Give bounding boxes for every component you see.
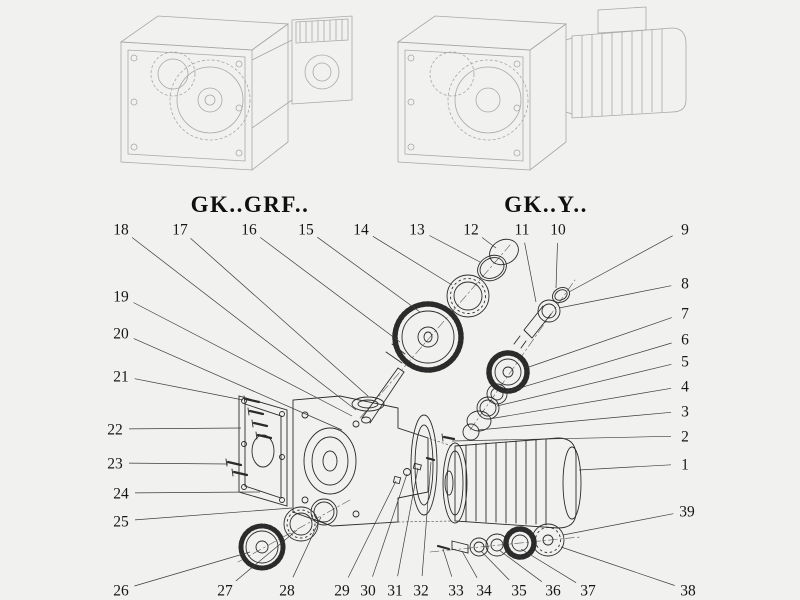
- part-number-23: 23: [107, 456, 123, 473]
- motor: [441, 433, 582, 529]
- leader-line-27: [235, 529, 298, 582]
- leader-line-38: [560, 546, 675, 586]
- part-number-26: 26: [113, 583, 129, 600]
- leader-line-13: [429, 235, 481, 263]
- part-number-33: 33: [448, 583, 464, 600]
- part-number-29: 29: [334, 583, 350, 600]
- model-label-y: GK..Y..: [504, 192, 588, 217]
- part-number-7: 7: [681, 306, 689, 323]
- output-gear-bearings: [238, 498, 338, 571]
- gearbox-housing: [292, 395, 453, 527]
- part-number-3: 3: [681, 404, 689, 421]
- part-number-35: 35: [511, 583, 527, 600]
- part-number-6: 6: [681, 332, 689, 349]
- model-label-grf: GK..GRF..: [190, 192, 310, 217]
- leader-line-16: [259, 237, 401, 343]
- part-number-32: 32: [413, 583, 429, 600]
- part-number-11: 11: [515, 222, 530, 239]
- output-shaft-parts: [436, 523, 565, 560]
- part-number-39: 39: [679, 504, 695, 521]
- leader-line-18: [131, 237, 357, 411]
- leader-line-28: [292, 516, 322, 578]
- leader-line-2: [451, 435, 672, 442]
- part-number-5: 5: [681, 354, 689, 371]
- leader-line-12: [481, 237, 497, 249]
- leader-line-30: [372, 473, 408, 577]
- leader-line-9: [568, 235, 673, 293]
- part-number-16: 16: [241, 222, 257, 239]
- gear-train-axis: [359, 244, 511, 419]
- leader-line-22: [128, 427, 242, 430]
- part-number-38: 38: [680, 583, 696, 600]
- cover-bolts: [225, 395, 273, 477]
- part-number-18: 18: [113, 222, 129, 239]
- part-number-17: 17: [172, 222, 188, 239]
- leader-line-24: [134, 491, 261, 494]
- part-number-19: 19: [113, 289, 129, 306]
- part-number-30: 30: [360, 583, 376, 600]
- leader-line-25: [134, 507, 293, 521]
- part-number-25: 25: [113, 514, 129, 531]
- leader-line-26: [134, 551, 251, 587]
- part-number-20: 20: [113, 326, 129, 343]
- leader-line-17: [190, 238, 369, 397]
- leader-line-1: [578, 464, 672, 471]
- leader-line-3: [477, 411, 672, 431]
- part-number-13: 13: [409, 222, 425, 239]
- leader-line-19: [133, 302, 353, 417]
- leader-line-29: [347, 480, 397, 578]
- input-pinion-axis: [469, 279, 576, 431]
- intermediate-shaft-gear: [361, 238, 519, 424]
- part-number-21: 21: [113, 369, 129, 386]
- leader-line-5: [496, 363, 672, 407]
- leader-line-14: [372, 236, 453, 286]
- part-number-1: 1: [681, 457, 689, 474]
- gearbox-grf-drawing: [119, 15, 353, 171]
- leader-line-36: [498, 549, 543, 582]
- part-number-28: 28: [279, 583, 295, 600]
- leader-line-8: [558, 285, 672, 309]
- part-number-24: 24: [113, 486, 129, 503]
- cover-plate: [238, 395, 288, 507]
- leader-line-23: [128, 462, 229, 465]
- leader-line-4: [488, 387, 672, 420]
- leader-line-7: [525, 317, 672, 369]
- part-number-10: 10: [550, 222, 566, 239]
- part-number-2: 2: [681, 429, 689, 446]
- part-number-14: 14: [353, 222, 369, 239]
- part-number-4: 4: [681, 379, 689, 396]
- part-number-34: 34: [476, 583, 492, 600]
- part-number-8: 8: [681, 276, 689, 293]
- leader-line-6: [505, 342, 672, 393]
- part-number-22: 22: [107, 422, 123, 439]
- output-bore-axis: [237, 499, 351, 563]
- leader-line-15: [317, 236, 421, 313]
- leader-line-39: [562, 513, 674, 536]
- part-number-36: 36: [545, 583, 561, 600]
- part-number-27: 27: [217, 583, 233, 600]
- small-fasteners: [392, 456, 436, 485]
- leader-line-20: [133, 338, 343, 431]
- gearbox-y-drawing: [396, 6, 687, 171]
- leader-line-37: [520, 548, 577, 583]
- leader-line-21: [134, 378, 244, 401]
- leader-line-34: [461, 550, 478, 578]
- part-number-37: 37: [580, 583, 596, 600]
- leader-line-35: [480, 550, 510, 581]
- leader-line-10: [555, 242, 558, 289]
- leader-line-32: [421, 461, 432, 577]
- part-number-12: 12: [463, 222, 479, 239]
- part-number-31: 31: [387, 583, 403, 600]
- part-number-9: 9: [681, 222, 689, 239]
- leader-line-33: [442, 548, 453, 577]
- part-number-15: 15: [298, 222, 314, 239]
- leader-line-11: [524, 242, 537, 303]
- exploded-view: [225, 238, 582, 571]
- input-pinion-parts: [462, 287, 570, 441]
- leader-line-31: [397, 467, 419, 577]
